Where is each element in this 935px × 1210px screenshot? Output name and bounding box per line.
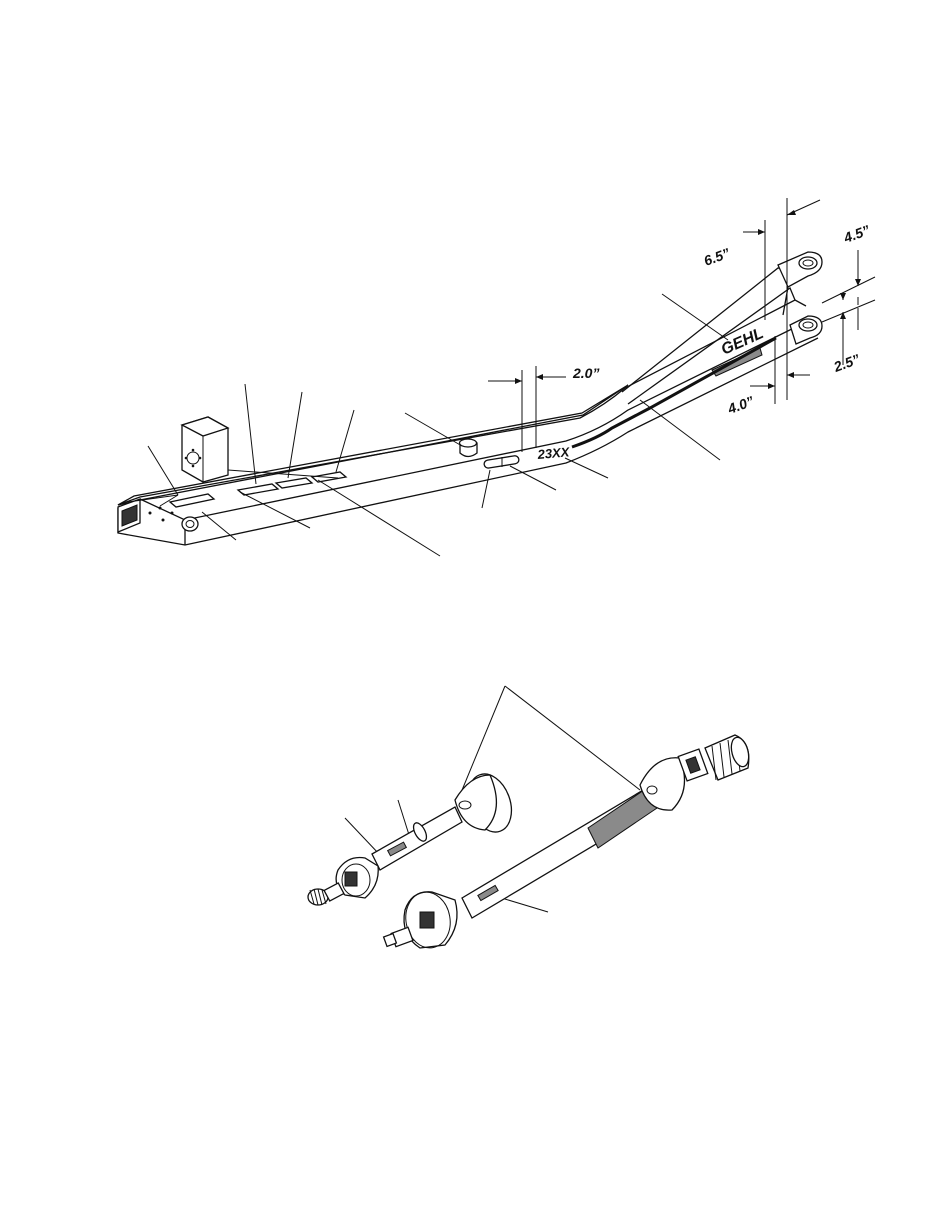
tongue-lower-edge xyxy=(117,337,819,546)
driveline-short-half xyxy=(307,773,513,906)
leader-6 xyxy=(239,491,311,529)
hitch-tongue-assembly: GEHL 23XX xyxy=(117,198,876,557)
far-collar-end xyxy=(730,736,750,768)
jack-bolt-1 xyxy=(191,448,195,452)
dim-2-5-arrowhead-b xyxy=(840,312,846,319)
dim-2-0-arrowhead-l xyxy=(515,378,522,384)
dim-4-5-ext-2 xyxy=(821,299,876,323)
dim-2-5-arrowhead-t xyxy=(840,293,846,300)
jack-bolt-4 xyxy=(184,456,188,460)
tongue-hole-2 xyxy=(158,506,162,510)
tongue-hole-4 xyxy=(170,511,174,515)
jack-bolt-3 xyxy=(191,464,195,468)
dim-label-4-0: 4.0” xyxy=(725,393,756,417)
decal-stripe xyxy=(571,336,777,449)
upper-clevis-hole-inner xyxy=(802,259,814,267)
dimension-lines xyxy=(488,198,876,452)
short-tube-collar xyxy=(412,822,428,842)
dim-label-2-5: 2.5” xyxy=(831,351,862,375)
dim-2-0-arrowhead-r xyxy=(536,374,543,380)
leader-13 xyxy=(661,293,729,341)
far-shield-grease xyxy=(646,785,658,795)
tongue-hole-3 xyxy=(161,518,165,522)
jack-box-top xyxy=(180,416,230,437)
dim-label-4-5: 4.5” xyxy=(841,222,872,246)
lower-clevis-hole-inner xyxy=(802,321,814,329)
tongue-side-edge xyxy=(139,319,811,521)
leader-1a xyxy=(127,494,179,503)
square-tip xyxy=(382,932,398,948)
long-tube-decal xyxy=(477,884,499,902)
front-pin-holder xyxy=(181,516,199,532)
front-pin-holder-inner xyxy=(185,520,195,528)
leader-7 xyxy=(317,479,441,557)
leader-1 xyxy=(147,445,179,496)
model-label: 23XX xyxy=(536,444,571,462)
leader-4 xyxy=(335,409,355,473)
driveline-leader-4 xyxy=(397,799,411,839)
leader-5 xyxy=(227,469,339,479)
decal-front xyxy=(168,493,216,508)
far-collar-ribs xyxy=(711,736,741,781)
upper-arm-bottom xyxy=(627,286,796,405)
short-yoke xyxy=(344,871,358,887)
leader-10 xyxy=(481,469,491,509)
dim-4-0-arrowhead-l xyxy=(768,383,775,389)
driveline-assembly xyxy=(307,685,750,949)
decal-2 xyxy=(274,477,314,489)
tongue-upper-edge xyxy=(117,299,807,506)
leader-14 xyxy=(639,399,721,461)
dim-label-6-5: 6.5” xyxy=(702,245,732,269)
leader-1b xyxy=(159,494,179,507)
driveline-leader-2 xyxy=(504,685,641,791)
decal-1 xyxy=(236,483,280,496)
leader-2 xyxy=(244,383,257,485)
leader-8 xyxy=(201,511,237,541)
dim-4-5-arrowhead-t xyxy=(855,279,861,286)
dim-label-2-0: 2.0” xyxy=(572,365,599,381)
jack-bolt-2 xyxy=(198,456,202,460)
dim-6-5-arrowhead-l xyxy=(758,229,765,235)
near-square-end xyxy=(382,926,414,948)
near-shield-rim xyxy=(405,891,451,949)
short-spline-end xyxy=(307,882,345,906)
jack-mount-box xyxy=(180,416,230,483)
tongue-hole-1 xyxy=(148,511,152,515)
leader-12 xyxy=(564,457,609,479)
knob-top xyxy=(458,438,478,448)
spline-collar xyxy=(323,882,345,902)
leader-3 xyxy=(287,391,303,479)
spline-teeth xyxy=(309,888,327,906)
driveline-leader-1 xyxy=(459,685,506,796)
near-yoke xyxy=(419,911,435,929)
leader-11 xyxy=(509,465,557,491)
short-tube-decal xyxy=(386,841,408,857)
short-shield-cone xyxy=(454,774,497,831)
far-collar xyxy=(704,734,750,781)
driveline-leader-3 xyxy=(344,817,381,856)
tongue-knob xyxy=(458,438,478,458)
short-outer-tube xyxy=(371,806,463,871)
far-yoke-cross xyxy=(685,756,701,774)
dim-4-5-ext-1 xyxy=(821,276,876,304)
lower-clevis-hole xyxy=(798,318,818,332)
hitch-leader-lines xyxy=(127,293,729,557)
dim-4-0-arrowhead-r xyxy=(787,372,794,378)
short-cup-rim xyxy=(341,863,371,897)
upper-clevis-plate xyxy=(777,251,823,288)
far-shield-bell xyxy=(639,757,686,811)
driveline-long-half xyxy=(382,734,750,949)
tube-opening-inner xyxy=(121,504,138,527)
short-shield-grease xyxy=(458,800,472,810)
side-reflector xyxy=(483,455,520,469)
upper-clevis-hole xyxy=(798,256,818,270)
dim-6-5-arrowhead-r xyxy=(787,210,796,215)
leader-9 xyxy=(404,412,463,447)
